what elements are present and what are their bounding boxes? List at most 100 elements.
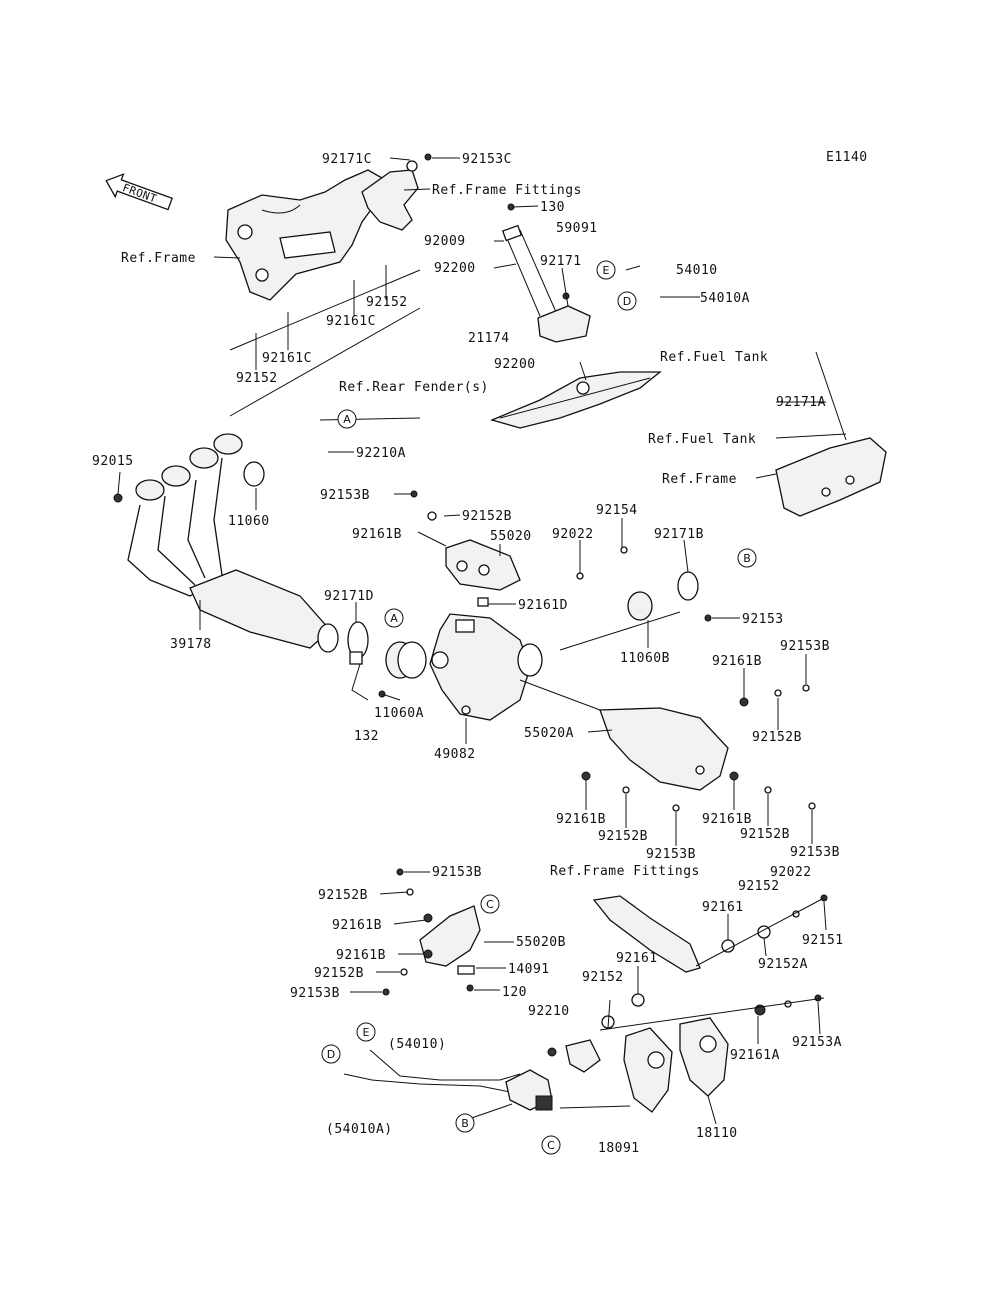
heat-cover-55020-drawing — [410, 490, 521, 607]
gasket-11060b-drawing — [576, 546, 712, 622]
svg-text:D: D — [327, 1048, 335, 1061]
svg-text:C: C — [486, 898, 494, 911]
part-label: 92152B — [462, 509, 512, 524]
part-label: 92171B — [654, 527, 704, 542]
cover-55020b-drawing — [382, 868, 481, 996]
part-label: 92161 — [702, 900, 744, 915]
part-label: 130 — [540, 200, 565, 215]
part-label: (54010A) — [326, 1122, 393, 1137]
part-label: 92171C — [322, 152, 372, 167]
part-label: Ref.Frame Fittings — [550, 864, 700, 879]
part-label: 92161B — [556, 812, 606, 827]
svg-text:C: C — [547, 1139, 555, 1152]
callout-e-top: E — [596, 260, 616, 280]
rear-fender-drawing — [490, 371, 662, 429]
part-label: 92153C — [462, 152, 512, 167]
svg-text:E: E — [363, 1026, 370, 1039]
part-label: 92161C — [326, 314, 376, 329]
part-label: 54010 — [676, 263, 718, 278]
clamp-gasket-drawing — [347, 621, 427, 701]
part-label: 92200 — [494, 357, 536, 372]
callout-b-bottom: B — [455, 1113, 475, 1133]
part-label: 14091 — [508, 962, 550, 977]
frame-rear-drawing — [775, 351, 887, 517]
frame-fittings-top-drawing — [361, 153, 432, 231]
part-label: 92153B — [320, 488, 370, 503]
svg-text:E: E — [603, 264, 610, 277]
part-label: 92153B — [290, 986, 340, 1001]
part-label: 92152B — [740, 827, 790, 842]
part-label: 11060 — [228, 514, 270, 529]
callout-b-top: B — [737, 548, 757, 568]
part-label: 92015 — [92, 454, 134, 469]
part-label: 92022 — [552, 527, 594, 542]
part-label: 92161 — [616, 951, 658, 966]
callout-a-mid: A — [384, 608, 404, 628]
part-label: Ref.Rear Fender(s) — [339, 380, 489, 395]
part-label: 92210A — [356, 446, 406, 461]
part-label: 55020A — [524, 726, 574, 741]
part-label: 92161D — [518, 598, 568, 613]
callout-a-top: A — [337, 409, 357, 429]
part-label: 92152 — [366, 295, 408, 310]
frame-drawing — [225, 169, 383, 301]
part-label: 39178 — [170, 637, 212, 652]
guard-18091-drawing — [623, 1027, 673, 1113]
part-label: 92161B — [352, 527, 402, 542]
callout-c-bottom: C — [541, 1135, 561, 1155]
part-label: (54010) — [388, 1037, 446, 1052]
part-label: 132 — [354, 729, 379, 744]
diagram-code: E1140 — [826, 150, 868, 165]
part-label: 49082 — [434, 747, 476, 762]
part-label: 92161B — [332, 918, 382, 933]
front-arrow-icon: FRONT — [105, 173, 173, 211]
part-label: 18110 — [696, 1126, 738, 1141]
part-label: 55020B — [516, 935, 566, 950]
part-label: 11060A — [374, 706, 424, 721]
part-label: 92171A — [776, 395, 826, 410]
part-label: 120 — [502, 985, 527, 1000]
part-label: 92152 — [582, 970, 624, 985]
part-label: 92153B — [790, 845, 840, 860]
part-label: 92022 — [770, 865, 812, 880]
part-label: 11060B — [620, 651, 670, 666]
part-label: 92153 — [742, 612, 784, 627]
part-label: Ref.Frame — [121, 251, 196, 266]
part-label: 92210 — [528, 1004, 570, 1019]
callout-d-bottom: D — [321, 1044, 341, 1064]
part-label: 92153B — [780, 639, 830, 654]
part-label: Ref.Frame Fittings — [432, 183, 582, 198]
exhaust-valve-actuator-drawing — [343, 1039, 601, 1111]
callout-d-top: D — [617, 291, 637, 311]
part-label: 92152 — [236, 371, 278, 386]
svg-text:A: A — [390, 612, 398, 625]
part-label: 92152 — [738, 879, 780, 894]
muffler-body-drawing — [429, 613, 543, 721]
part-label: 92171 — [540, 254, 582, 269]
part-label: 59091 — [556, 221, 598, 236]
part-label: 92200 — [434, 261, 476, 276]
part-label: 92153B — [646, 847, 696, 862]
part-label: 92161B — [336, 948, 386, 963]
part-label: 54010A — [700, 291, 750, 306]
part-label: 92153A — [792, 1035, 842, 1050]
cover-55020a-drawing — [581, 684, 816, 812]
part-label: 92152B — [598, 829, 648, 844]
part-label: 92009 — [424, 234, 466, 249]
part-label: 92152B — [752, 730, 802, 745]
part-label: 92154 — [596, 503, 638, 518]
part-label: Ref.Fuel Tank — [660, 350, 768, 365]
callout-c-top: C — [480, 894, 500, 914]
part-label: 18091 — [598, 1141, 640, 1156]
part-label: Ref.Frame — [662, 472, 737, 487]
callout-e-bottom: E — [356, 1022, 376, 1042]
part-label: Ref.Fuel Tank — [648, 432, 756, 447]
part-label: 92151 — [802, 933, 844, 948]
leader-lines — [117, 157, 847, 1125]
svg-text:D: D — [623, 295, 631, 308]
exhaust-header-drawing — [113, 433, 339, 653]
part-label: 92161A — [730, 1048, 780, 1063]
svg-text:B: B — [743, 552, 751, 565]
part-labels: 92171C 92153C Ref.Frame Fittings 130 590… — [92, 152, 844, 1156]
